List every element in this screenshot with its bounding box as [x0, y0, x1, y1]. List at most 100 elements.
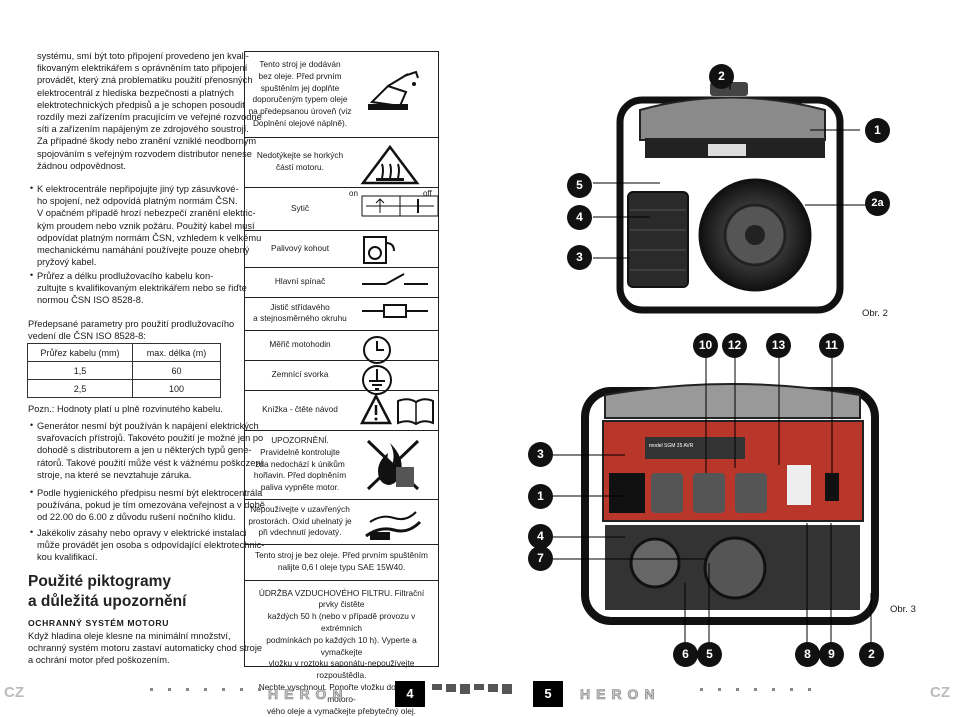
footer-block	[502, 684, 512, 694]
pictogram-description-line: hořlavin. Před doplněním	[253, 470, 347, 481]
bullet1-line: odpovídat platným normám ČSN, vzhledem k…	[37, 232, 262, 243]
bullet1-line: mechanickému namáhání používejte pouze o…	[37, 245, 250, 255]
choke-on-label: on	[349, 189, 358, 198]
pictogram-description: Knížka - čtěte návod	[245, 404, 355, 416]
footer-dot	[168, 688, 171, 691]
pictogram-description-line: Pravidelně kontrolujte	[260, 446, 340, 457]
read-manual-icon	[359, 393, 435, 432]
callout-badge: 8	[795, 642, 820, 667]
footer-block	[432, 684, 442, 690]
bullet-icon: •	[30, 270, 34, 280]
pictogram-note-line: Nechte vyschnout. Ponořte vložku do čist…	[258, 681, 425, 704]
footer-dot	[186, 688, 189, 691]
page-number-left: 4	[395, 681, 425, 707]
heading-line-1: Použité piktogramy	[28, 573, 171, 590]
bullet-icon: •	[30, 527, 34, 537]
cable-table-cell: 100	[132, 379, 221, 398]
pictogram-row: Knížka - čtěte návod	[245, 390, 438, 431]
paragraph1-line: elektrocentrál z hlediska bezpečnosti a …	[37, 87, 234, 98]
choke-icon	[360, 191, 439, 226]
footer-dot	[808, 688, 811, 691]
bullet1-line: pryžový kabel.	[37, 257, 97, 268]
bullet1-line: ho spojení, než odpovídá platným normám …	[37, 196, 238, 207]
pictogram-description-line: Tento stroj je dodáván	[259, 59, 341, 70]
callout-badge: 2a	[865, 191, 890, 216]
brand-logo-right: HERON	[580, 686, 661, 703]
section-heading: Použité piktogramy a důležitá upozornění	[28, 572, 186, 612]
callout-badge: 13	[766, 333, 791, 358]
pictogram-note: Tento stroj je bez oleje. Před prvním sp…	[249, 550, 434, 574]
callout-badge: 1	[528, 484, 553, 509]
brand-logo-left: HERON	[268, 686, 349, 703]
callout-badge: 3	[567, 245, 592, 270]
paragraph1-line: fikovaným elektrikářem s oprávněním tato…	[37, 63, 248, 74]
pictogram-description: Palivový kohout	[245, 243, 355, 255]
pictogram-description-line: Hlavní spínač	[274, 276, 326, 287]
callout-badge: 4	[567, 205, 592, 230]
oil-can-icon	[360, 68, 435, 119]
circuit-breaker-icon	[360, 301, 435, 326]
callout-badge: 9	[819, 642, 844, 667]
pictogram-note-line: každých 50 h (nebo v případě provozu v e…	[267, 611, 416, 633]
callout-badge: 5	[567, 173, 592, 198]
callout-badge: 6	[673, 642, 698, 667]
figure-3-label: Obr. 3	[890, 604, 916, 615]
main-switch-icon	[360, 270, 435, 295]
exhaust-warning-icon	[360, 500, 435, 549]
pictogram-description-line: bez oleje. Před prvním	[258, 70, 342, 81]
callout-badge: 11	[819, 333, 844, 358]
footer-dot	[222, 688, 225, 691]
bullet-icon: •	[30, 487, 34, 497]
pictogram-description-line: UPOZORNĚNÍ.	[271, 435, 329, 445]
pictogram-note-line: ÚDRŽBA VZDUCHOVÉHO FILTRU. Filtrační prv…	[258, 587, 425, 610]
pictogram-row: Zemnící svorka	[245, 360, 438, 395]
final-para-line: Když hladina oleje klesne na minimální m…	[28, 631, 231, 641]
footer-dot	[754, 688, 757, 691]
bullet3-line: Generátor nesmí být používán k napájení …	[37, 421, 259, 431]
pictogram-description-line: prostorách. Oxid uhelnatý je	[248, 515, 352, 526]
table-intro-line: Předepsané parametry pro použití prodluž…	[28, 319, 235, 329]
bullet1-line: V opačném případě hrozí nebezpečí zraněn…	[37, 208, 256, 219]
generator-photo-top	[593, 82, 865, 314]
bullet3-line: rátorů. Takové použití může vést k vážné…	[37, 457, 264, 468]
cable-table-cell: 1,5	[27, 361, 133, 380]
callout-badge: 5	[697, 642, 722, 667]
language-code-left: CZ	[4, 684, 24, 701]
footer-dot	[718, 688, 721, 691]
pictogram-description-line: Zemnící svorka	[271, 369, 329, 380]
callout-badge: 2	[709, 64, 734, 89]
pictogram-description-line: Doplnění olejové náplně).	[252, 118, 348, 129]
paragraph1-line: systému, smí být toto připojení proveden…	[37, 51, 249, 61]
pictogram-note-row: ÚDRŽBA VZDUCHOVÉHO FILTRU. Filtrační prv…	[245, 580, 438, 716]
page-number-right: 5	[533, 681, 563, 707]
bullet1-line: kým proudem nebo vznik požáru. Použitý k…	[37, 220, 255, 231]
cable-table-cell: 2,5	[27, 379, 133, 398]
pictogram-note-line: vložku v roztoku saponátu-nepoužívejte r…	[268, 658, 415, 681]
bullet3-line: svařovacích přístrojů. Takovéto použití …	[37, 433, 264, 444]
callout-badge: 10	[693, 333, 718, 358]
pictogram-description-line: paliva vypněte motor.	[260, 482, 340, 493]
figure-3: model SGM 25 AVR 10 12 13 11 3 1 4 7 6 5…	[525, 333, 905, 673]
ground-terminal-icon	[360, 363, 435, 402]
paragraph1-line: síti a zařízením napájeným ze zdrojového…	[37, 124, 249, 135]
bullet2-line: zultujte s kvalifikovaným elektrikářem n…	[37, 283, 247, 294]
bullet4-line: Podle hygienického předpisu nesmí být el…	[37, 488, 263, 498]
bullet4-line: používána, pokud je tím omezována veřejn…	[37, 500, 265, 511]
pictogram-note: ÚDRŽBA VZDUCHOVÉHO FILTRU. Filtrační prv…	[249, 588, 434, 717]
left-column: systému, smí být toto připojení proveden…	[28, 50, 265, 680]
choke-off-label: off	[423, 189, 432, 198]
pictogram-description-line: Nedotýkejte se horkých	[256, 150, 344, 161]
footer-dot	[150, 688, 153, 691]
bullet1-line: K elektrocentrále nepřipojujte jiný typ …	[37, 184, 239, 194]
footer-dot	[700, 688, 703, 691]
